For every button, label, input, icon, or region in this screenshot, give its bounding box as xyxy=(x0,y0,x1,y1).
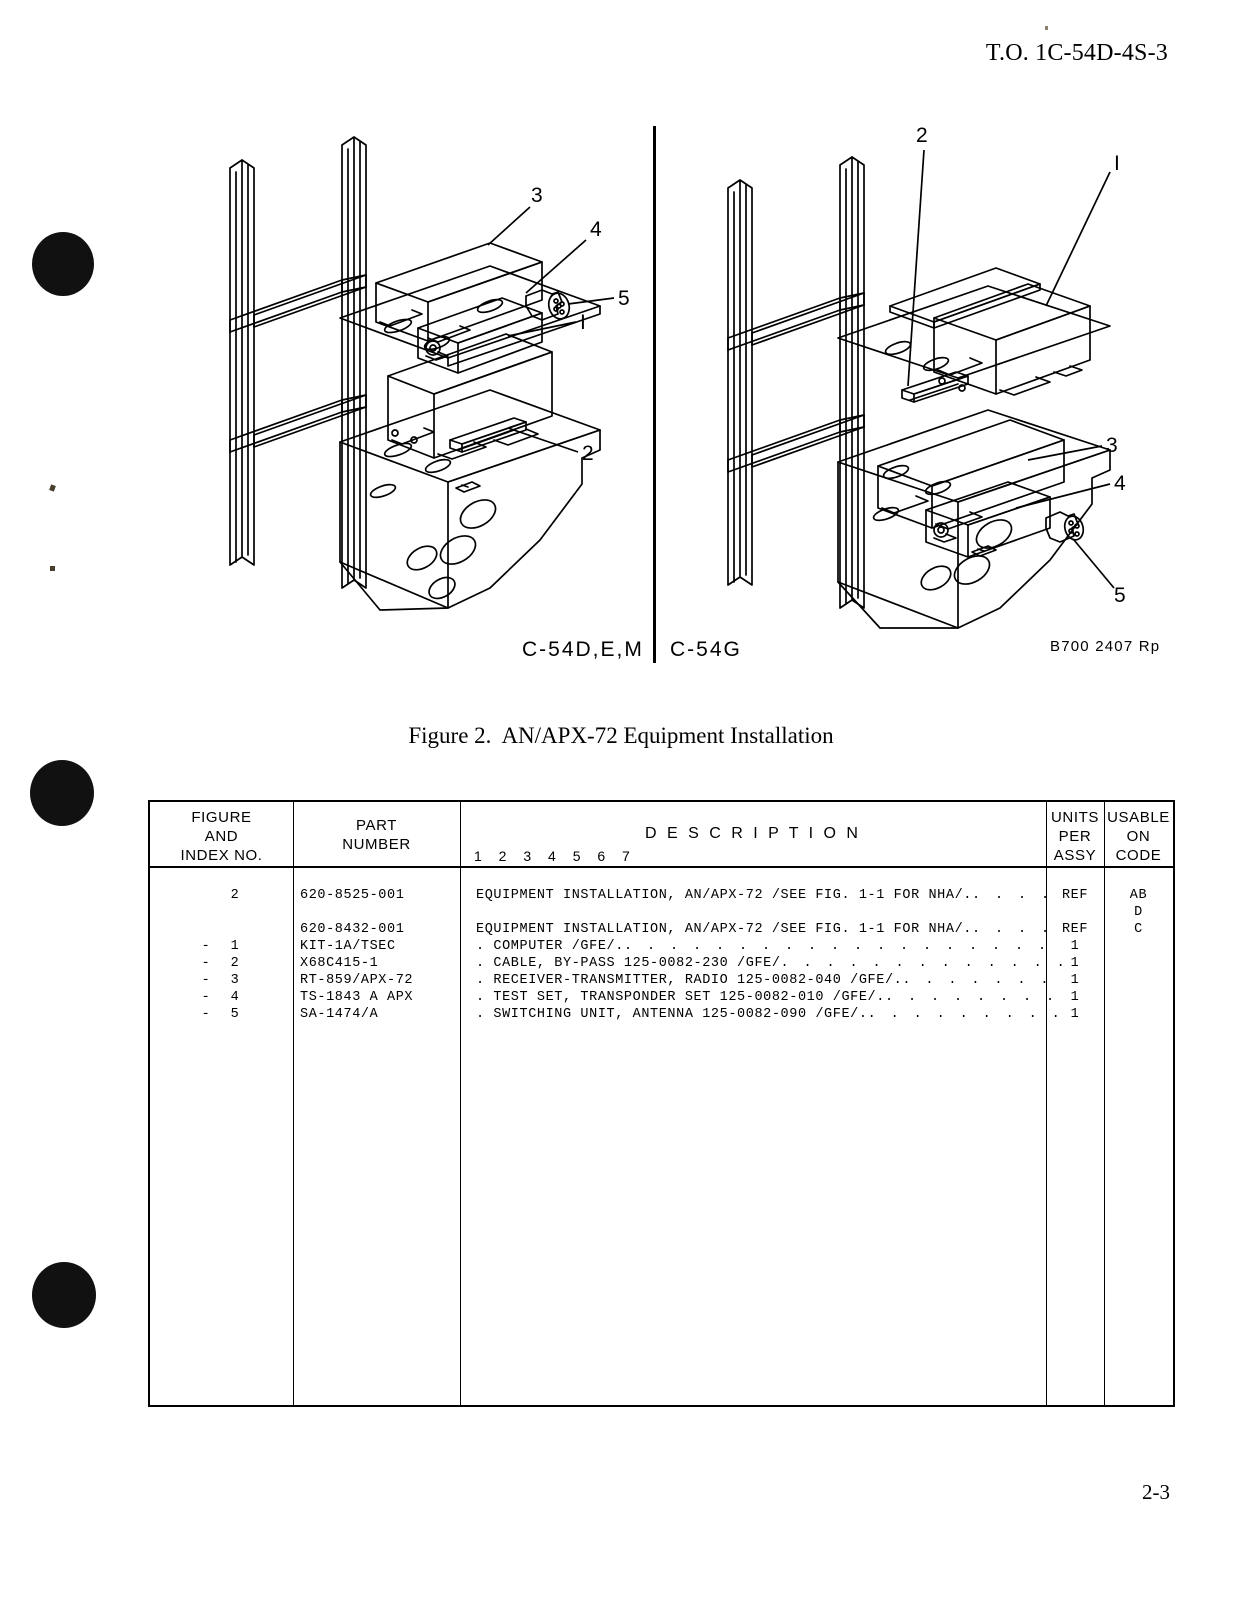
scan-speck xyxy=(50,566,55,571)
callout-2: 2 xyxy=(582,442,594,465)
column-divider xyxy=(293,868,294,1407)
table-row[interactable]: - 2 X68C415-1 . CABLE, BY-PASS 125-0082-… xyxy=(201,956,1080,971)
callout-3: 3 xyxy=(1106,434,1118,457)
table-row[interactable]: 2 620-8525-001 EQUIPMENT INSTALLATION, A… xyxy=(230,888,1148,903)
scan-speck xyxy=(49,484,56,492)
figure-caption-label: Figure 2. xyxy=(408,723,492,748)
figure-illustration-area: 3 4 5 I 2 xyxy=(150,110,1200,670)
callout-4: 4 xyxy=(1114,472,1126,495)
column-header-units-per-assy: UNITS PER ASSY xyxy=(1051,809,1099,864)
equipment-installation-drawing-right: 2 I 3 4 5 xyxy=(727,124,1126,629)
drawing-reference-code: B700 2407 Rp xyxy=(1050,638,1161,655)
column-divider xyxy=(460,868,461,1407)
callout-2: 2 xyxy=(916,124,928,147)
callout-1: I xyxy=(580,311,586,334)
column-divider xyxy=(1046,868,1047,1407)
callout-1: I xyxy=(1114,152,1120,175)
column-header-figure-index: FIGURE AND INDEX NO. xyxy=(180,809,263,864)
table-row[interactable]: - 5 SA-1474/A . SWITCHING UNIT, ANTENNA … xyxy=(201,1007,1080,1022)
technical-order-number: T.O. 1C-54D-4S-3 xyxy=(985,40,1168,66)
callout-4: 4 xyxy=(590,218,602,241)
table-row[interactable]: 620-8432-001 EQUIPMENT INSTALLATION, AN/… xyxy=(300,922,1143,937)
column-divider xyxy=(460,802,461,868)
table-header-row: FIGURE AND INDEX NO. PART NUMBER D E S C… xyxy=(150,802,1173,868)
table-body: 2 620-8525-001 EQUIPMENT INSTALLATION, A… xyxy=(150,868,1173,1407)
callout-5: 5 xyxy=(1114,584,1126,607)
figure-caption-title: AN/APX-72 Equipment Installation xyxy=(501,723,834,748)
column-divider xyxy=(1046,802,1047,868)
hole-punch-mark xyxy=(32,1262,96,1328)
column-divider xyxy=(293,802,294,868)
parts-list-table: FIGURE AND INDEX NO. PART NUMBER D E S C… xyxy=(148,800,1175,1407)
model-label-right: C-54G xyxy=(670,638,742,661)
equipment-installation-drawing-left: 3 4 5 I 2 xyxy=(229,136,630,611)
column-divider xyxy=(1104,802,1105,868)
indent-level-scale: 1 2 3 4 5 6 7 xyxy=(474,848,637,864)
illustration-divider xyxy=(653,126,656,663)
figure-caption: Figure 2. AN/APX-72 Equipment Installatio… xyxy=(0,723,1242,749)
hole-punch-mark xyxy=(30,760,94,826)
table-row[interactable]: D xyxy=(1134,905,1143,920)
column-header-description: D E S C R I P T I O N xyxy=(645,825,861,842)
scan-speck xyxy=(1045,26,1048,30)
page-number: 2-3 xyxy=(1142,1480,1170,1504)
column-header-part-number: PART NUMBER xyxy=(342,817,411,853)
model-label-left: C-54D,E,M xyxy=(522,638,644,661)
callout-3: 3 xyxy=(531,184,543,207)
hole-punch-mark xyxy=(32,232,94,296)
table-row[interactable]: - 3 RT-859/APX-72 . RECEIVER-TRANSMITTER… xyxy=(201,973,1080,988)
table-row[interactable]: - 4 TS-1843 A APX . TEST SET, TRANSPONDE… xyxy=(201,990,1080,1005)
column-header-usable-on-code: USABLE ON CODE xyxy=(1107,809,1170,864)
column-divider xyxy=(1104,868,1105,1407)
table-row[interactable]: - 1 KIT-1A/TSEC . COMPUTER /GFE/.. . . .… xyxy=(201,939,1080,954)
callout-5: 5 xyxy=(618,287,630,310)
